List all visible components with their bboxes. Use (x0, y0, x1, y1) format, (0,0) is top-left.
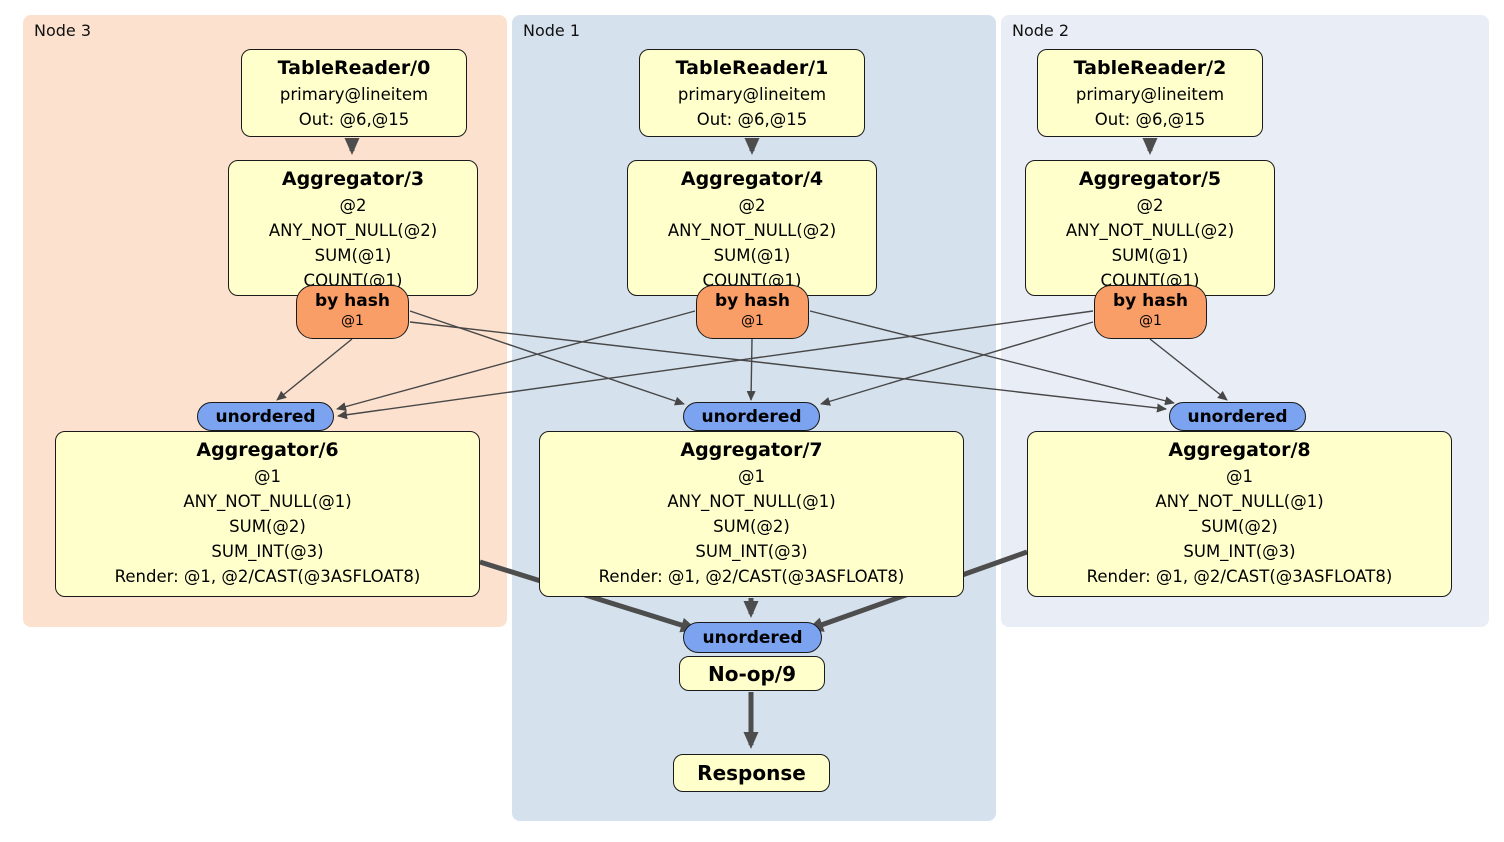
router-label: by hash (715, 291, 790, 311)
processor-aggregator-4: Aggregator/4 @2 ANY_NOT_NULL(@2) SUM(@1)… (627, 160, 877, 296)
processor-detail: ANY_NOT_NULL(@1) (183, 492, 352, 511)
processor-detail: SUM(@2) (1201, 517, 1278, 536)
processor-detail: SUM_INT(@3) (1183, 542, 1296, 561)
router-detail: @1 (1139, 313, 1162, 329)
processor-noop-9: No-op/9 (679, 656, 825, 691)
processor-tablereader-2: TableReader/2 primary@lineitem Out: @6,@… (1037, 49, 1263, 137)
processor-detail: primary@lineitem (677, 85, 827, 104)
processor-detail: ANY_NOT_NULL(@1) (667, 492, 836, 511)
processor-title: Aggregator/6 (196, 439, 339, 461)
processor-aggregator-6: Aggregator/6 @1 ANY_NOT_NULL(@1) SUM(@2)… (55, 431, 480, 597)
sync-label: unordered (1187, 406, 1288, 427)
processor-aggregator-7: Aggregator/7 @1 ANY_NOT_NULL(@1) SUM(@2)… (539, 431, 964, 597)
sync-label: unordered (215, 406, 316, 427)
sync-label: unordered (702, 627, 803, 648)
processor-detail: primary@lineitem (1075, 85, 1225, 104)
router-label: by hash (315, 291, 390, 311)
processor-detail: SUM(@2) (229, 517, 306, 536)
processor-aggregator-3: Aggregator/3 @2 ANY_NOT_NULL(@2) SUM(@1)… (228, 160, 478, 296)
router-by-hash-node2: by hash @1 (1094, 285, 1207, 339)
processor-detail: ANY_NOT_NULL(@2) (1065, 221, 1235, 240)
processor-title: No-op/9 (707, 661, 797, 686)
processor-detail: ANY_NOT_NULL(@1) (1155, 492, 1324, 511)
processor-detail: Render: @1, @2/CAST(@3ASFLOAT8) (598, 567, 905, 586)
router-by-hash-node1: by hash @1 (696, 285, 809, 339)
processor-response: Response (673, 754, 830, 792)
sync-unordered-final: unordered (683, 622, 822, 653)
processor-detail: SUM_INT(@3) (695, 542, 808, 561)
processor-aggregator-5: Aggregator/5 @2 ANY_NOT_NULL(@2) SUM(@1)… (1025, 160, 1275, 296)
processor-title: Aggregator/4 (680, 168, 824, 190)
sync-unordered-node2: unordered (1169, 402, 1306, 431)
router-by-hash-node3: by hash @1 (296, 285, 409, 339)
sync-unordered-node3: unordered (197, 402, 334, 431)
router-label: by hash (1113, 291, 1188, 311)
processor-title: Response (697, 761, 806, 785)
processor-detail: Render: @1, @2/CAST(@3ASFLOAT8) (114, 567, 421, 586)
processor-title: TableReader/0 (277, 57, 431, 79)
processor-aggregator-8: Aggregator/8 @1 ANY_NOT_NULL(@1) SUM(@2)… (1027, 431, 1452, 597)
processor-detail: Out: @6,@15 (696, 110, 808, 129)
processor-detail: SUM(@1) (314, 246, 392, 265)
processor-detail: ANY_NOT_NULL(@2) (667, 221, 837, 240)
processor-title: Aggregator/8 (1168, 439, 1311, 461)
panel-node2-label: Node 2 (1012, 21, 1070, 40)
processor-detail: SUM(@2) (713, 517, 790, 536)
processor-title: TableReader/1 (675, 57, 829, 79)
panel-node1-label: Node 1 (523, 21, 581, 40)
processor-detail: Out: @6,@15 (298, 110, 410, 129)
processor-detail: ANY_NOT_NULL(@2) (268, 221, 438, 240)
processor-tablereader-1: TableReader/1 primary@lineitem Out: @6,@… (639, 49, 865, 137)
processor-detail: Out: @6,@15 (1094, 110, 1206, 129)
sync-label: unordered (701, 406, 802, 427)
processor-detail: @2 (738, 196, 766, 215)
processor-detail: @2 (1136, 196, 1164, 215)
processor-detail: @2 (339, 196, 367, 215)
router-detail: @1 (341, 313, 364, 329)
processor-title: TableReader/2 (1073, 57, 1227, 79)
processor-detail: primary@lineitem (279, 85, 429, 104)
sync-unordered-node1: unordered (683, 402, 820, 431)
panel-node3-label: Node 3 (34, 21, 92, 40)
processor-tablereader-0: TableReader/0 primary@lineitem Out: @6,@… (241, 49, 467, 137)
processor-detail: @1 (1226, 467, 1253, 486)
processor-detail: SUM(@1) (713, 246, 791, 265)
processor-detail: SUM(@1) (1111, 246, 1189, 265)
processor-detail: Render: @1, @2/CAST(@3ASFLOAT8) (1086, 567, 1393, 586)
processor-detail: SUM_INT(@3) (211, 542, 324, 561)
processor-title: Aggregator/5 (1078, 168, 1222, 190)
processor-title: Aggregator/7 (680, 439, 823, 461)
processor-detail: @1 (254, 467, 281, 486)
processor-detail: @1 (738, 467, 765, 486)
router-detail: @1 (741, 313, 764, 329)
processor-title: Aggregator/3 (281, 168, 425, 190)
